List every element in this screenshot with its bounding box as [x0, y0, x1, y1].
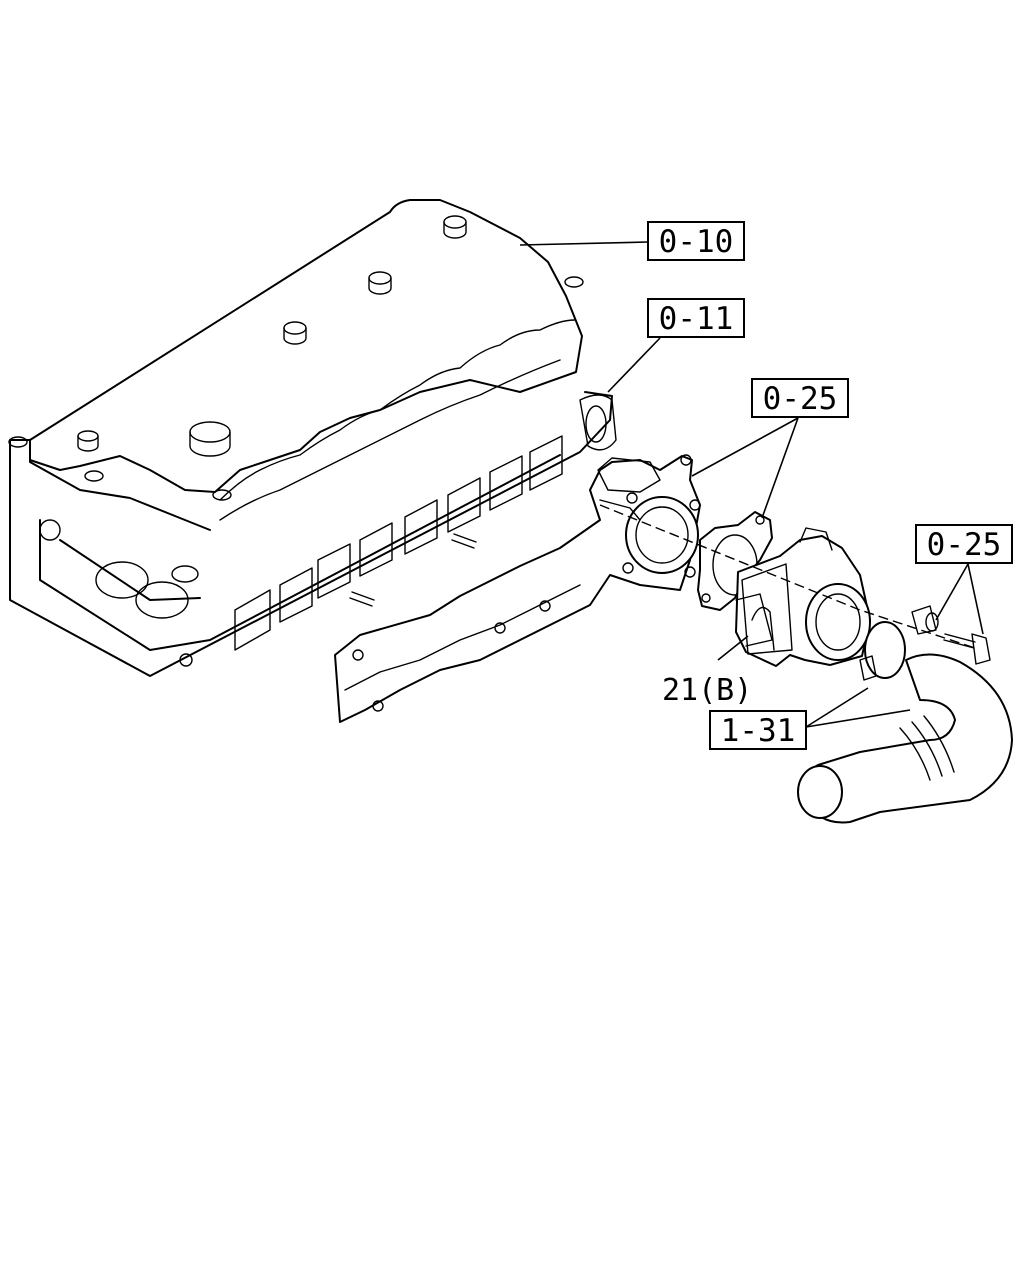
svg-text:0-10: 0-10: [659, 224, 734, 260]
callout-0-11: 0-11: [647, 298, 745, 338]
svg-text:1-31: 1-31: [721, 713, 796, 749]
cylinder-head-drawing: [8, 199, 617, 677]
callout-0-25-upper: 0-25: [751, 378, 849, 418]
callout-1-31: 1-31: [709, 710, 807, 750]
assembly-centerline: [599, 504, 976, 649]
svg-text:0-25: 0-25: [927, 527, 1002, 563]
callout-21b: 21(B): [662, 673, 752, 708]
svg-text:21(B): 21(B): [662, 673, 752, 708]
intake-manifold-drawing: [334, 454, 701, 723]
hose-drawing: [797, 605, 1013, 824]
callout-0-25-right: 0-25: [915, 524, 1013, 564]
svg-text:0-11: 0-11: [659, 301, 734, 337]
svg-text:0-25: 0-25: [763, 381, 838, 417]
leader-lines: [519, 241, 984, 728]
throttle-body-drawing: [735, 527, 871, 667]
callout-0-10: 0-10: [647, 221, 745, 261]
